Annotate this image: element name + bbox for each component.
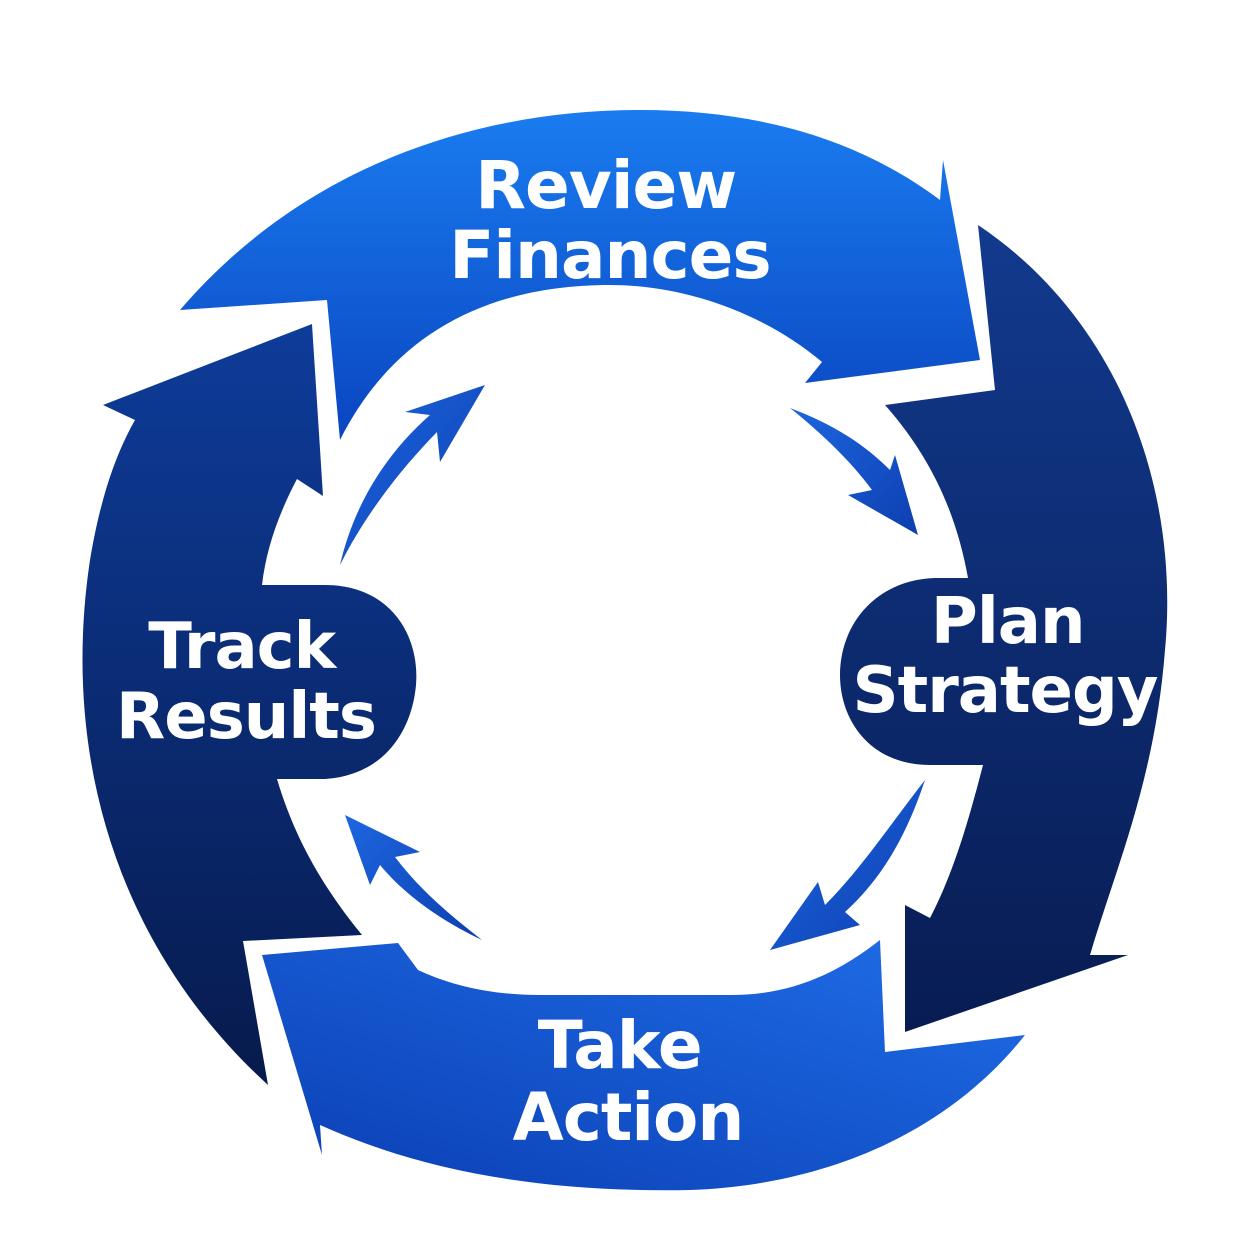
track-results-label: Track Results [116,610,376,754]
plan-strategy-line2: Strategy [853,654,1158,728]
review-finances-line1: Review [475,147,736,224]
plan-strategy-label: Plan Strategy [853,585,1158,728]
plan-strategy-segment [840,225,1168,1032]
inner-arrow-track-to-review [340,385,485,565]
take-action-line2: Action [513,1079,744,1156]
track-results-line1: Track [148,610,337,684]
plan-strategy-line1: Plan [931,585,1085,659]
take-action-label: Take Action [513,1007,744,1156]
take-action-arrow [262,940,1025,1191]
inner-arrow-plan-to-action [770,780,925,950]
review-finances-line2: Finances [449,217,770,294]
track-results-segment [82,324,417,1085]
inner-arrow-review-to-plan [790,408,918,535]
take-action-line1: Take [538,1007,702,1084]
inner-arrow-action-to-track [345,815,482,940]
review-finances-arrow [180,110,980,440]
track-results-line2: Results [116,680,376,754]
review-finances-label: Review Finances [449,147,770,294]
